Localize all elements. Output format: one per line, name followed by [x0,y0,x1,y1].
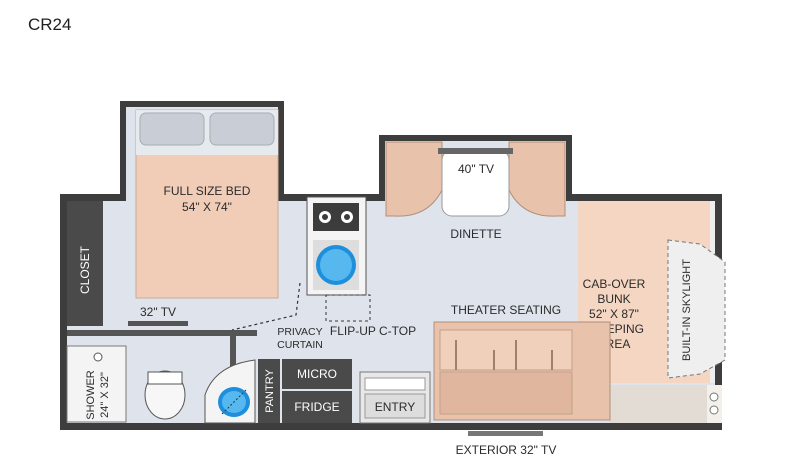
entry-label: ENTRY [375,400,415,414]
bathroom: SHOWER 24" X 32" [66,330,257,424]
bunk-label-3: 52" X 87" [589,307,639,321]
bunk-label-2: BUNK [597,292,630,306]
dinette: 40" TV DINETTE [385,141,566,241]
bedroom-tv: 32" TV [128,305,188,326]
exterior-tv-label: EXTERIOR 32" TV [456,443,557,457]
skylight-label: BUILT-IN SKYLIGHT [681,259,693,361]
fridge [282,391,352,423]
exterior-tv: EXTERIOR 32" TV [456,431,557,457]
closet-label: CLOSET [78,245,92,294]
dinette-label: DINETTE [450,227,501,241]
pillow-left [139,112,205,146]
privacy-label-1: PRIVACY [277,326,322,338]
model-title: CR24 [28,15,71,34]
entry: ENTRY [359,371,431,424]
bed-size-label: 54" X 74" [182,200,232,214]
flip-up-label: FLIP-UP C-TOP [330,324,416,338]
closet: CLOSET [67,201,103,326]
dinette-tv-label: 40" TV [458,162,494,176]
skylight [667,239,726,379]
flip-up-counter [325,294,371,322]
micro-label: MICRO [297,367,337,381]
theater-seating: THEATER SEATING [433,303,611,421]
full-size-bed: FULL SIZE BED 54" X 74" [135,109,279,299]
shower-label-2: 24" X 32" [99,372,111,418]
cab-area [609,385,722,423]
kitchen-counter: FLIP-UP C-TOP [306,196,416,338]
galley-appliances: PANTRY MICRO FRIDGE [258,359,352,423]
privacy-curtain: PRIVACY CURTAIN [231,282,323,351]
theater-label: THEATER SEATING [451,303,561,317]
dinette-tv [438,148,513,154]
fridge-label: FRIDGE [294,400,339,414]
pantry-label: PANTRY [264,369,276,413]
bed-label: FULL SIZE BED [164,184,251,198]
privacy-label-2: CURTAIN [277,339,323,351]
pantry [258,359,280,423]
bunk-label-1: CAB-OVER [583,277,646,291]
pillow-right [209,112,275,146]
microwave [282,359,352,389]
bedroom-tv-label: 32" TV [140,305,176,319]
shower-label-1: SHOWER [85,370,97,420]
